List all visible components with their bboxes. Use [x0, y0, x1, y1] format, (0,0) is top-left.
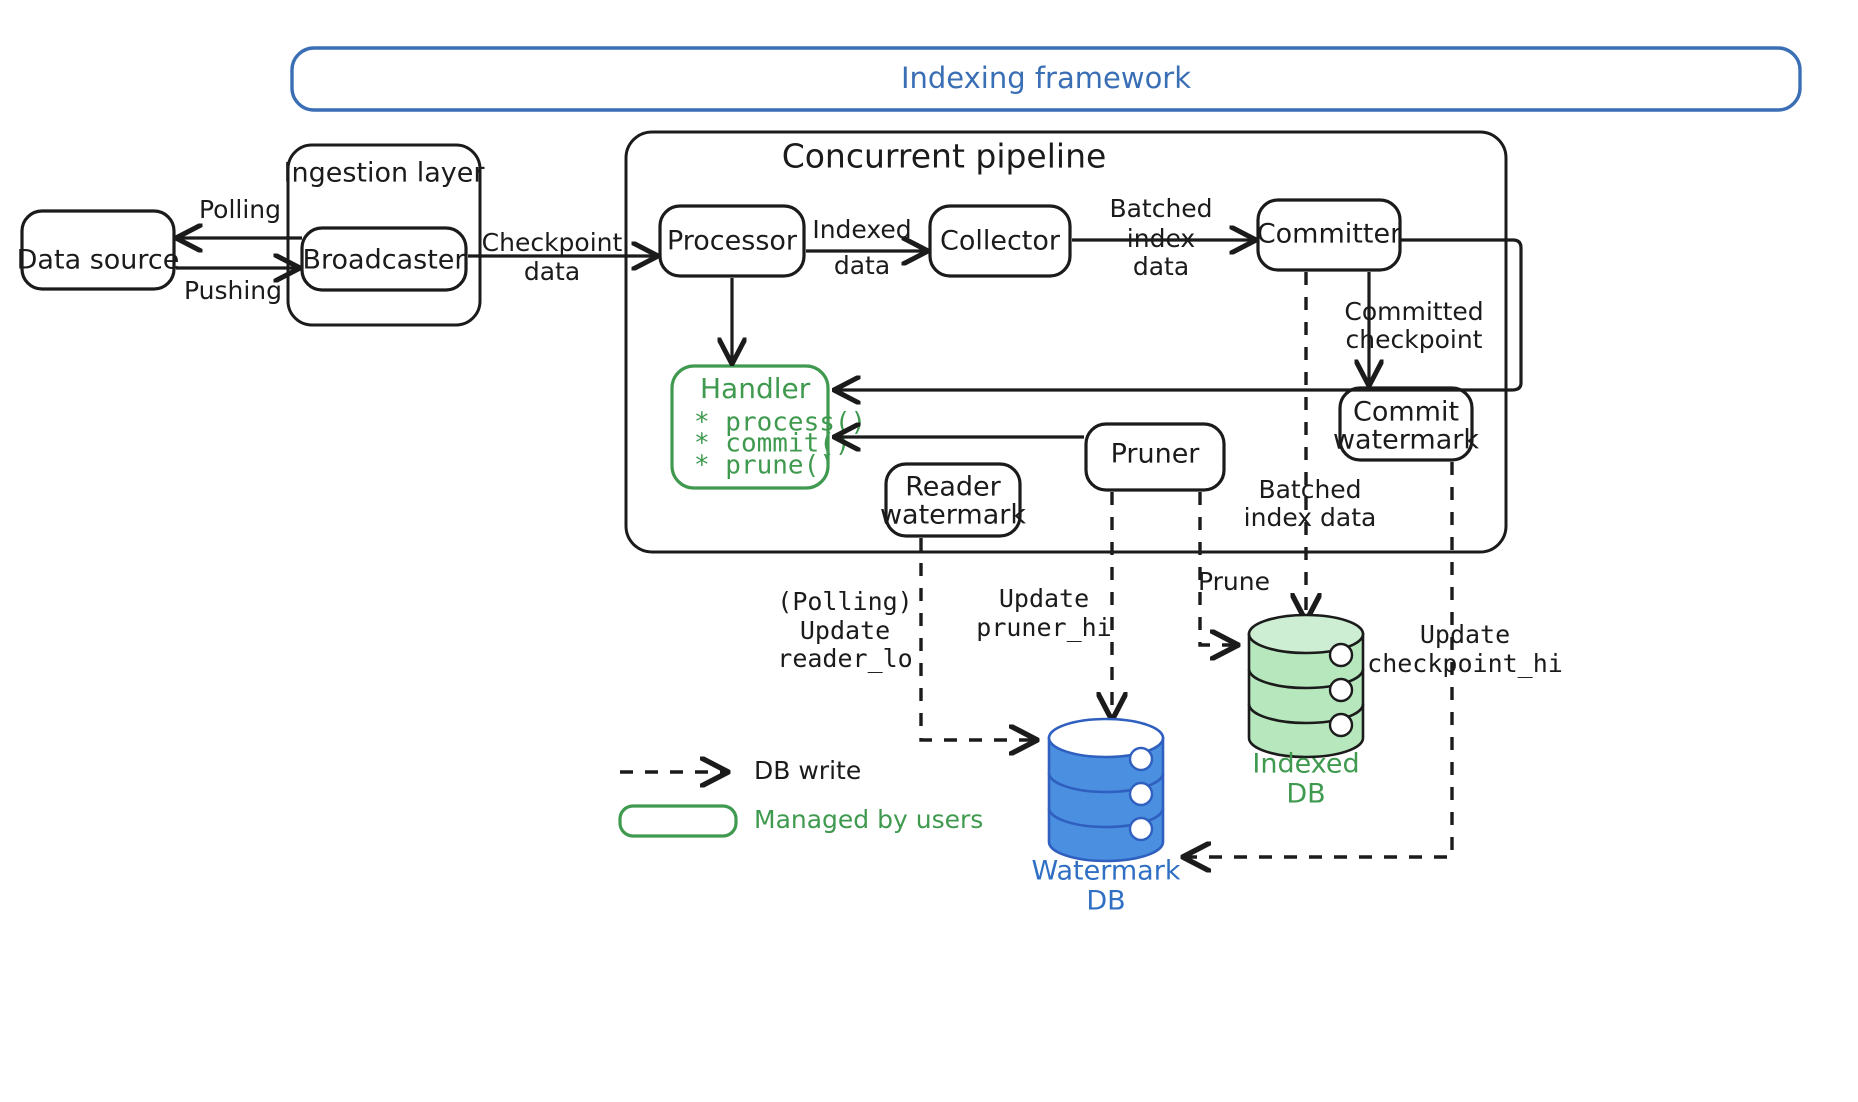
node-commit-watermark-line1: Commit: [1353, 397, 1459, 428]
edge-checkpoint-data-line1: Checkpoint: [482, 228, 623, 257]
indexed-db-label-line1: Indexed: [1252, 749, 1359, 780]
node-commit-watermark-line2: watermark: [1333, 425, 1479, 456]
ingestion-layer-group: [286, 143, 482, 327]
edge-polling-label: Polling: [199, 195, 281, 224]
legend: DB write Managed by users: [618, 756, 983, 838]
node-processor[interactable]: [658, 204, 806, 278]
watermark-db[interactable]: [1047, 717, 1165, 863]
edge-committer-rail: [1400, 238, 1523, 272]
edge-prune-label: Prune: [1198, 567, 1270, 596]
node-committer-label: Committer: [1257, 219, 1402, 250]
node-reader-watermark[interactable]: [884, 462, 1022, 538]
indexed-db[interactable]: [1247, 613, 1365, 759]
watermark-db-label-line2: DB: [1086, 886, 1125, 917]
edge-committed-checkpoint-line1: Committed: [1344, 297, 1483, 326]
edge-prune: [1198, 492, 1234, 645]
watermark-db-label-line1: Watermark: [1032, 856, 1181, 887]
edge-batched-index-data-line1: Batched: [1109, 194, 1212, 223]
edge-pruner-db-write-line2: pruner_hi: [976, 613, 1111, 642]
legend-db-write-label: DB write: [754, 756, 861, 785]
indexed-db-label-line2: DB: [1286, 779, 1325, 810]
concurrent-pipeline-group: [624, 130, 1508, 554]
indexing-framework-title: Indexing framework: [901, 61, 1191, 95]
edge-checkpoint-data-line2: data: [524, 257, 580, 286]
edge-checkpoint-db-write-line1: Update: [1420, 620, 1510, 649]
legend-green-box-icon: [618, 804, 738, 838]
edge-checkpoint-db-write-line2: checkpoint_hi: [1367, 649, 1563, 678]
edge-indexed-data-line2: data: [834, 251, 890, 280]
legend-managed-by-users-label: Managed by users: [754, 805, 983, 834]
node-handler[interactable]: [670, 364, 830, 490]
edge-reader-db-write-line2: Update: [800, 616, 890, 645]
concurrent-pipeline-title: Concurrent pipeline: [782, 137, 1107, 176]
handler-title: Handler: [700, 372, 811, 405]
edge-batched-index-data2-line2: index data: [1244, 503, 1377, 532]
edge-batched-index-data-line2: index: [1127, 224, 1195, 253]
node-pruner[interactable]: [1084, 422, 1226, 492]
node-pruner-label: Pruner: [1111, 439, 1201, 470]
node-broadcaster-label: Broadcaster: [303, 245, 467, 276]
node-commit-watermark[interactable]: [1338, 386, 1474, 462]
edge-reader-db-write-line3: reader_lo: [777, 644, 912, 673]
indexing-framework-frame: [290, 46, 1802, 112]
node-collector-label: Collector: [940, 226, 1061, 257]
edge-indexed-data-line1: Indexed: [812, 215, 911, 244]
edge-pruner-db-write-line1: Update: [999, 584, 1089, 613]
edge-commit-watermark-db-write: [1187, 462, 1454, 857]
handler-method-prune: * prune(): [694, 451, 835, 481]
edge-pushing-label: Pushing: [184, 276, 282, 305]
node-processor-label: Processor: [667, 226, 798, 257]
edge-batched-index-data-line3: data: [1133, 252, 1189, 281]
edge-reader-watermark-db-write: [919, 538, 1033, 740]
handler-method-commit: * commit(): [694, 429, 851, 459]
node-data-source-label: Data source: [17, 245, 180, 276]
edge-committed-checkpoint-line2: checkpoint: [1346, 325, 1483, 354]
edge-batched-index-data2-line1: Batched: [1258, 475, 1361, 504]
edge-reader-db-write-line1: (Polling): [777, 587, 912, 616]
node-reader-watermark-line2: watermark: [880, 500, 1026, 531]
ingestion-layer-label: Ingestion layer: [284, 158, 486, 189]
edge-committer-to-handler: [838, 272, 1523, 390]
node-reader-watermark-line1: Reader: [905, 472, 1001, 503]
